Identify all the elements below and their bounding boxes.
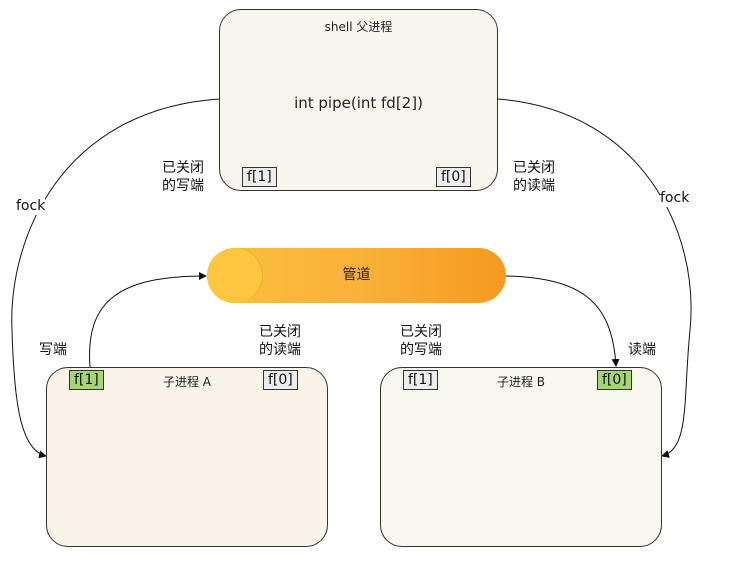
- fork-arrow-left: [11, 98, 220, 459]
- pipe-label: 管道: [342, 267, 371, 283]
- read-arrow: [505, 275, 620, 367]
- parent-process-box: shell 父进程 int pipe(int fd[2]) f[1] f[0]: [219, 9, 498, 191]
- child-b-fd-read: f[0]: [597, 370, 632, 390]
- child-b-fd-write: f[1]: [403, 370, 438, 390]
- child-b-closed-write-note: 已关闭 的写端: [400, 324, 442, 358]
- child-a-write-note: 写端: [39, 342, 67, 358]
- fork-arrow-right: [497, 98, 692, 458]
- child-b-read-note: 读端: [628, 342, 656, 358]
- parent-process-title: shell 父进程: [324, 20, 393, 34]
- child-a-fd-write: f[1]: [69, 370, 104, 390]
- child-a-closed-read-note: 已关闭 的读端: [259, 324, 301, 358]
- parent-closed-read-note: 已关闭 的读端: [513, 160, 555, 194]
- child-process-a-box: 子进程 A f[1] f[0]: [46, 367, 328, 547]
- parent-fd-read: f[0]: [436, 167, 471, 187]
- fork-label-left: fock: [16, 197, 46, 215]
- child-a-title: 子进程 A: [162, 375, 212, 389]
- child-a-fd-read: f[0]: [263, 370, 298, 390]
- parent-fd-write: f[1]: [242, 167, 277, 187]
- pipe-cylinder-end: [207, 248, 263, 303]
- write-arrow: [89, 272, 207, 368]
- parent-closed-write-note: 已关闭 的写端: [162, 160, 204, 194]
- child-b-title: 子进程 B: [496, 375, 546, 389]
- fork-label-right: fock: [660, 189, 690, 207]
- child-process-b-box: 子进程 B f[1] f[0]: [380, 367, 662, 547]
- pipe-call-text: int pipe(int fd[2]): [294, 94, 423, 112]
